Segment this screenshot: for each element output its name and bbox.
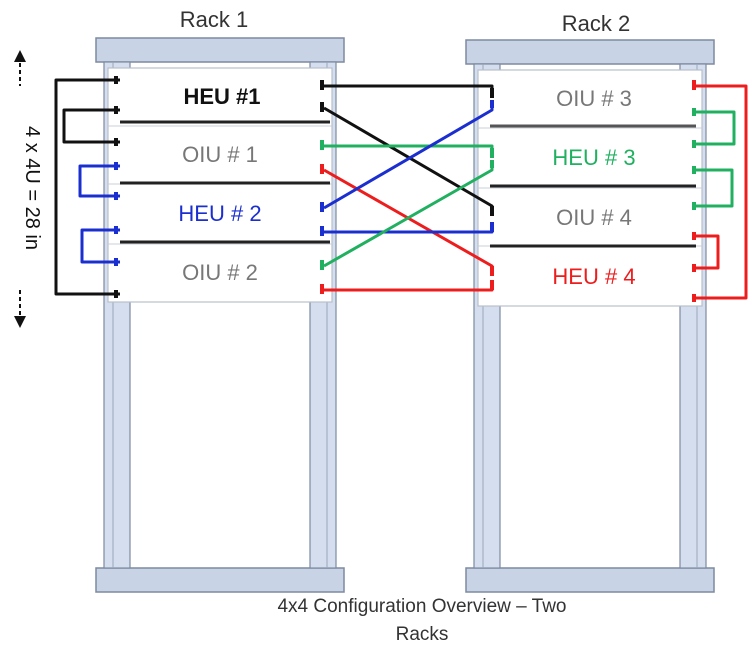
rack-1-bottom-bar bbox=[95, 567, 345, 593]
red-cable-oiu2-heu4 bbox=[324, 284, 494, 292]
black-cable-heu1-oiu3 bbox=[324, 84, 494, 92]
rack-1-top-bar bbox=[95, 37, 345, 63]
red-loop-cable bbox=[694, 234, 720, 270]
rack-2-top-bar bbox=[465, 39, 715, 65]
dimension-label: 4 x 4U = 28 in bbox=[21, 126, 43, 250]
blue-loop-cable-2 bbox=[80, 228, 120, 264]
unit-label-oiu-3: OIU # 3 bbox=[556, 86, 632, 111]
rack-2-bottom-bar bbox=[465, 567, 715, 593]
rack-1-left-cables bbox=[54, 78, 120, 296]
height-dimension: 4 x 4U = 28 in bbox=[14, 50, 43, 328]
black-loop-cable bbox=[62, 108, 120, 144]
unit-label-heu-1: HEU #1 bbox=[183, 84, 260, 109]
rack-2-right-cables bbox=[694, 84, 748, 300]
rack-1 bbox=[95, 37, 345, 593]
blue-cable-heu2-oiu4 bbox=[324, 226, 494, 234]
rail-cables bbox=[120, 120, 696, 248]
outer-black-loop-cable bbox=[54, 78, 120, 296]
rack-2 bbox=[465, 39, 715, 593]
unit-label-oiu-1: OIU # 1 bbox=[182, 142, 258, 167]
cross-rack-cables bbox=[323, 84, 494, 292]
rack-1-title: Rack 1 bbox=[180, 7, 248, 32]
unit-label-heu-2: HEU # 2 bbox=[178, 201, 261, 226]
green-cable-oiu1-heu3 bbox=[324, 144, 494, 152]
rack-2-title: Rack 2 bbox=[562, 11, 630, 36]
unit-label-oiu-4: OIU # 4 bbox=[556, 205, 632, 230]
caption-line-1: 4x4 Configuration Overview – Two bbox=[277, 596, 566, 617]
blue-loop-cable-1 bbox=[78, 164, 120, 198]
unit-label-oiu-2: OIU # 2 bbox=[182, 260, 258, 285]
green-loop-cable-1 bbox=[694, 110, 736, 146]
unit-label-heu-4: HEU # 4 bbox=[552, 264, 635, 289]
green-loop-cable-2 bbox=[694, 168, 734, 208]
caption-line-2: Racks bbox=[396, 624, 449, 645]
outer-red-loop-cable bbox=[694, 84, 748, 300]
unit-label-heu-3: HEU # 3 bbox=[552, 145, 635, 170]
rack-1-unit-panel bbox=[107, 67, 333, 303]
